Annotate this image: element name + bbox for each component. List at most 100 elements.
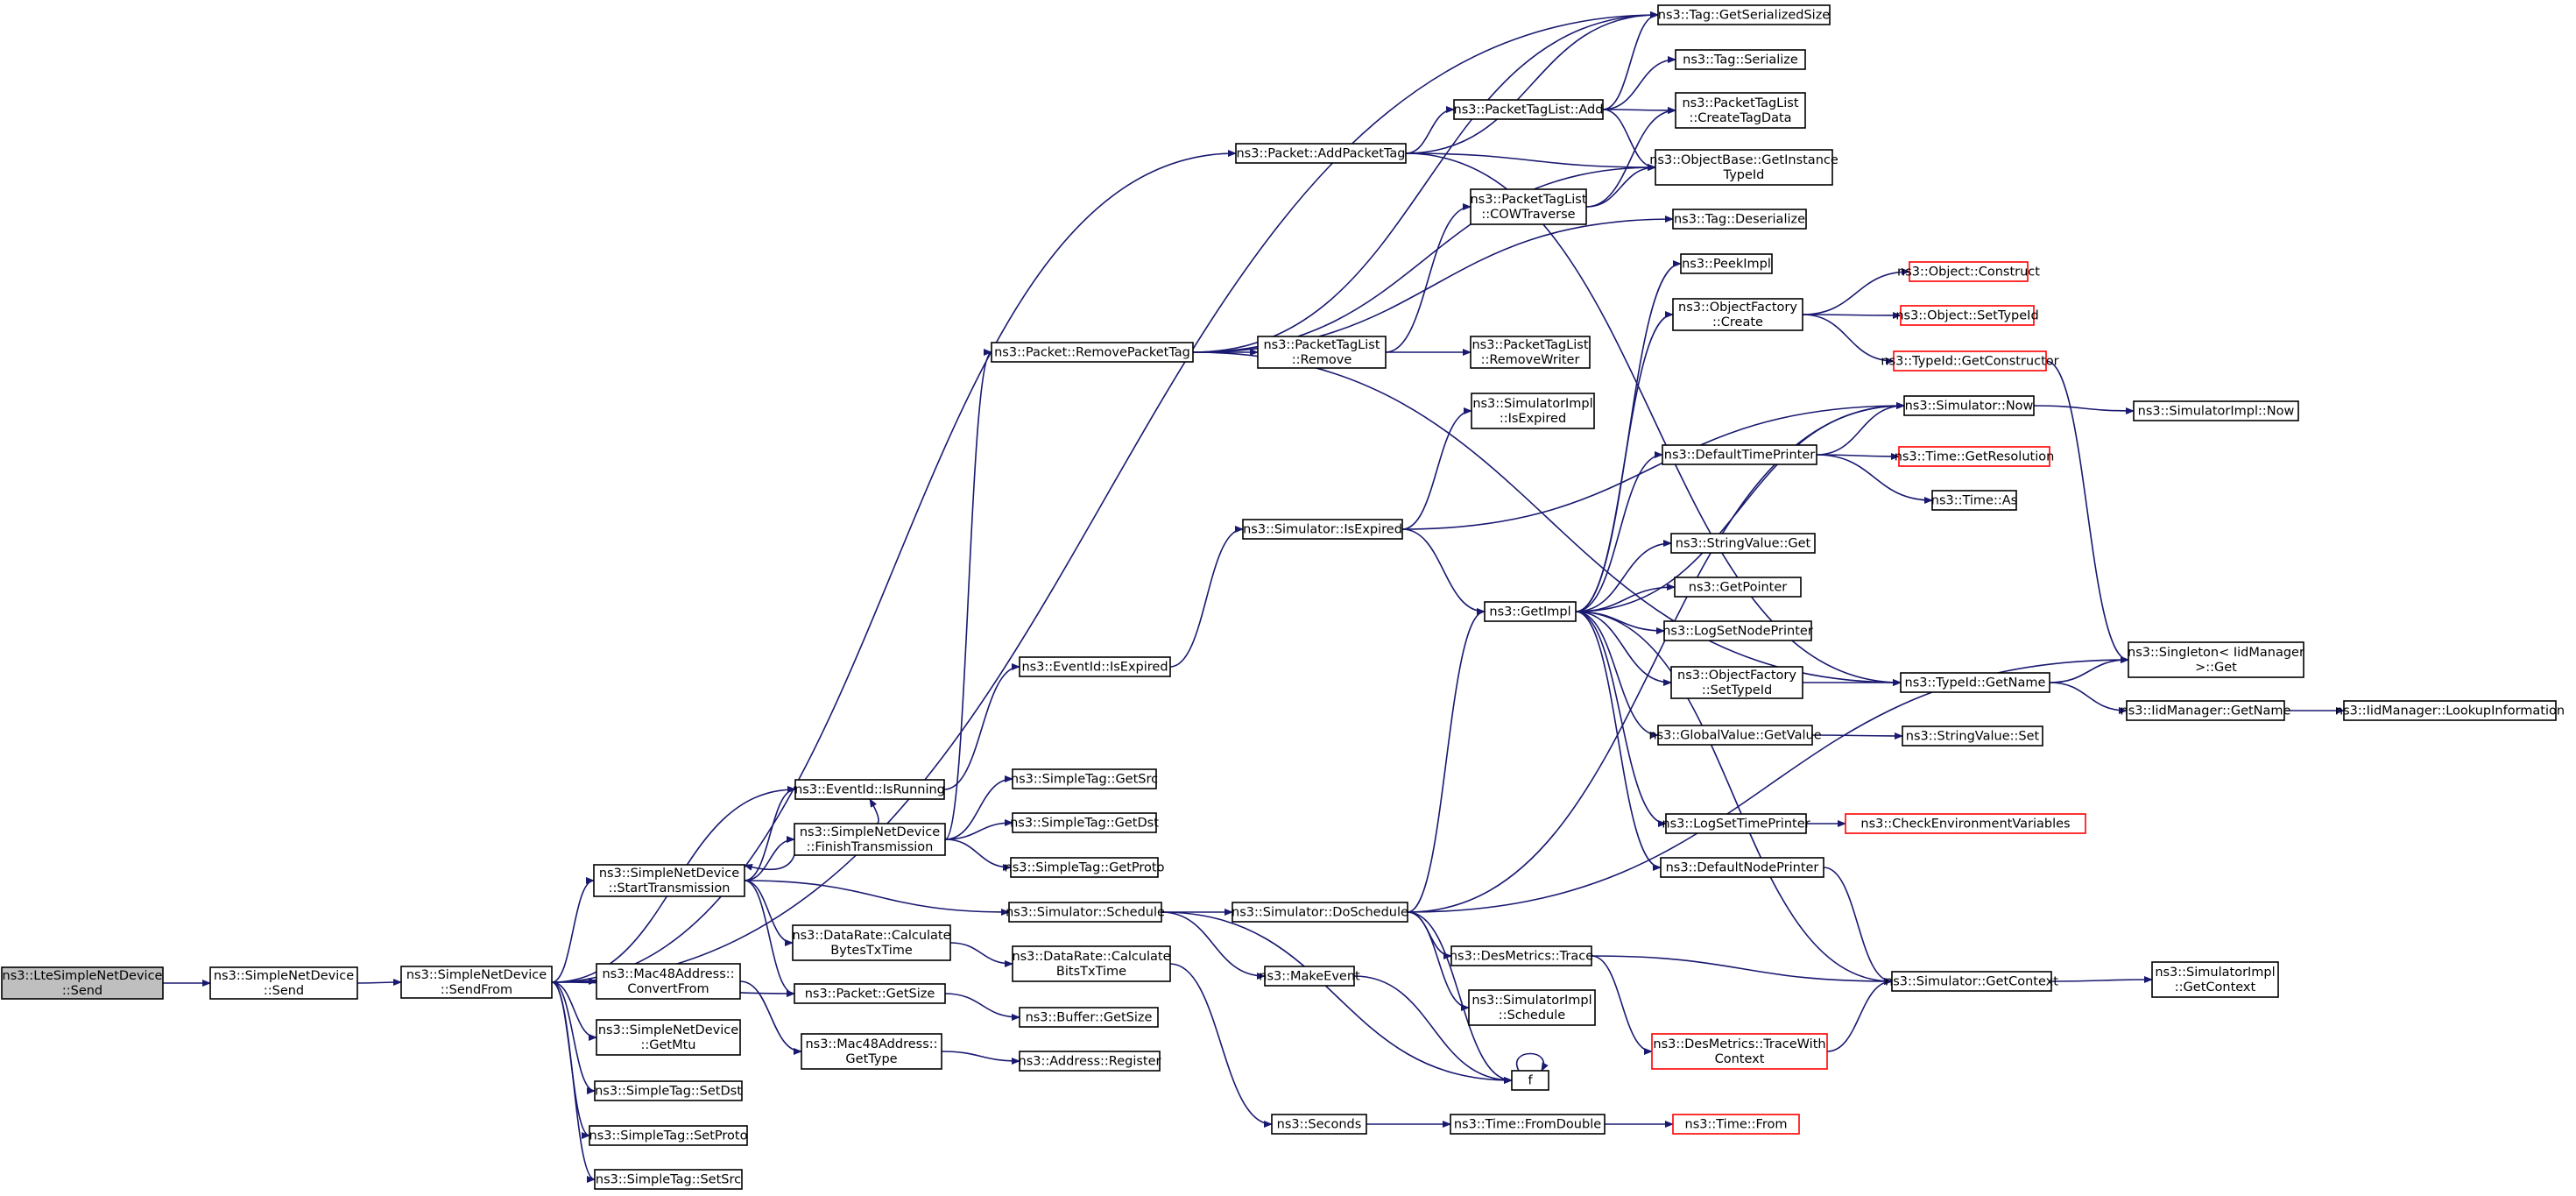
node-simulatorimpl-getcontext[interactable]: ns3::SimulatorImpl::GetContext — [2151, 961, 2279, 998]
node-seconds[interactable]: ns3::Seconds — [1271, 1114, 1367, 1135]
node-simplenetdevice-starttransmission[interactable]: ns3::SimpleNetDevice::StartTransmission — [593, 864, 745, 897]
node-logsetnodeprinter[interactable]: ns3::LogSetNodePrinter — [1662, 620, 1813, 641]
node-box — [1264, 966, 1355, 987]
node-iidmanager-getname[interactable]: ns3::IidManager::GetName — [2121, 700, 2291, 721]
call-edge-n6-to-n27 — [1575, 611, 1667, 827]
node-label: ::Send — [62, 984, 102, 998]
node-typeid-getname[interactable]: ns3::TypeId::GetName — [1900, 672, 2050, 693]
node-object-construct[interactable]: ns3::Object::Construct — [1897, 261, 2040, 282]
node-label: BitsTxTime — [1056, 965, 1126, 979]
node-label: ns3::Object::Construct — [1897, 265, 2040, 280]
call-edge-n44-to-n3 — [869, 798, 879, 825]
node-simpletag-setproto[interactable]: ns3::SimpleTag::SetProto — [589, 1125, 748, 1146]
node-time-fromdouble[interactable]: ns3::Time::FromDouble — [1450, 1114, 1606, 1135]
node-label: ns3::MakeEvent — [1259, 970, 1360, 984]
node-tag-serialize[interactable]: ns3::Tag::Serialize — [1675, 49, 1806, 70]
node-box — [1471, 393, 1595, 429]
node-typeid-getconstructor[interactable]: ns3::TypeId::GetConstructor — [1881, 350, 2059, 372]
node-packettaglist-add[interactable]: ns3::PacketTagList::Add — [1453, 99, 1604, 120]
node-packet-getsize[interactable]: ns3::Packet::GetSize — [794, 983, 946, 1004]
node-stringvalue-set[interactable]: ns3::StringValue::Set — [1902, 725, 2043, 747]
call-edge-n8-to-n11 — [1802, 314, 1895, 364]
node-time-from[interactable]: ns3::Time::From — [1672, 1114, 1800, 1135]
node-singleton-iidmanager-get[interactable]: ns3::Singleton< IidManager >::Get — [2128, 641, 2304, 678]
node-simplenetdevice-getmtu[interactable]: ns3::SimpleNetDevice::GetMtu — [596, 1019, 741, 1056]
node-simulatorimpl-now[interactable]: ns3::SimulatorImpl::Now — [2133, 400, 2299, 421]
node-box — [596, 963, 741, 1000]
node-box — [1010, 857, 1159, 878]
node-eventid-isrunning[interactable]: ns3::EventId::IsRunning — [794, 779, 945, 800]
node-simulatorimpl-schedule[interactable]: ns3::SimulatorImpl::Schedule — [1468, 989, 1596, 1026]
node-simulator-getcontext[interactable]: ns3::Simulator::GetContext — [1885, 971, 2058, 992]
node-simplenetdevice-finishtransmission[interactable]: ns3::SimpleNetDevice::FinishTransmission — [794, 823, 946, 856]
node-packettaglist-cowtraverse[interactable]: ns3::PacketTagList::COWTraverse — [1470, 188, 1587, 225]
node-packettaglist-removewriter[interactable]: ns3::PacketTagList::RemoveWriter — [1470, 336, 1591, 369]
node-objectfactory-settypeid[interactable]: ns3::ObjectFactory::SetTypeId — [1670, 666, 1803, 699]
node-mac48address-gettype[interactable]: ns3::Mac48Address::GetType — [801, 1033, 942, 1070]
node-time-as[interactable]: ns3::Time::As — [1931, 490, 2017, 511]
call-edge-n2-to-n48 — [551, 877, 595, 983]
node-box — [792, 924, 951, 961]
node-box — [1900, 672, 2050, 693]
node-time-getresolution[interactable]: ns3::Time::GetResolution — [1895, 446, 2055, 467]
call-edge-n6-to-n25 — [1575, 611, 1659, 739]
node-checkenvironmentvariables[interactable]: ns3::CheckEnvironmentVariables — [1845, 813, 2086, 834]
node-box — [2128, 641, 2304, 678]
node-label: ns3::SimpleTag::GetSrc — [1011, 773, 1158, 787]
node-packet-removepackettag[interactable]: ns3::Packet::RemovePacketTag — [991, 342, 1194, 363]
node-makeevent[interactable]: ns3::MakeEvent — [1259, 966, 1360, 987]
node-label: ns3::Singleton< IidManager — [2128, 646, 2304, 660]
node-packet-addpackettag[interactable]: ns3::Packet::AddPacketTag — [1235, 143, 1407, 164]
node-label: ns3::SimpleTag::GetProto — [1005, 861, 1165, 875]
node-getpointer[interactable]: ns3::GetPointer — [1674, 577, 1802, 598]
node-buffer-getsize[interactable]: ns3::Buffer::GetSize — [1019, 1007, 1159, 1028]
node-packettaglist-remove[interactable]: ns3::PacketTagList::Remove — [1257, 336, 1387, 369]
node-globalvalue-getvalue[interactable]: ns3::GlobalValue::GetValue — [1648, 725, 1822, 746]
node-address-register[interactable]: ns3::Address::Register — [1019, 1051, 1161, 1072]
node-label: ns3::Address::Register — [1019, 1055, 1161, 1069]
node-simulatorimpl-isexpired[interactable]: ns3::SimulatorImpl::IsExpired — [1471, 393, 1595, 429]
node-tag-deserialize[interactable]: ns3::Tag::Deserialize — [1672, 209, 1807, 230]
call-edge-n54-to-n55 — [1353, 975, 1513, 1084]
node-simplenetdevice-sendfrom[interactable]: ns3::SimpleNetDevice::SendFrom — [400, 966, 553, 999]
node-label: ::Create — [1712, 315, 1763, 329]
node-simpletag-setdst[interactable]: ns3::SimpleTag::SetDst — [594, 1080, 743, 1101]
node-object-settypeid[interactable]: ns3::Object::SetTypeId — [1895, 305, 2039, 326]
node-label: ns3::Simulator::Schedule — [1006, 906, 1165, 920]
call-edge-n6-to-n18 — [1575, 540, 1672, 612]
node-objectfactory-create[interactable]: ns3::ObjectFactory::Create — [1672, 298, 1803, 331]
node-peekimpl[interactable]: ns3::PeekImpl — [1680, 253, 1773, 274]
node-simulator-doschedule[interactable]: ns3::Simulator::DoSchedule — [1232, 902, 1408, 923]
node-tag-getserializedsize[interactable]: ns3::Tag::GetSerializedSize — [1657, 4, 1831, 25]
node-packettaglist-createtagdata[interactable]: ns3::PacketTagList::CreateTagData — [1675, 92, 1806, 129]
node-label: GetType — [845, 1052, 897, 1066]
node-ltesimplenetdevice-send[interactable]: ns3::LteSimpleNetDevice::Send — [1, 966, 164, 1000]
node-logsettimeprinter[interactable]: ns3::LogSetTimePrinter — [1662, 813, 1810, 834]
node-simpletag-setsrc[interactable]: ns3::SimpleTag::SetSrc — [594, 1169, 743, 1190]
node-label: TypeId — [1723, 168, 1765, 182]
node-eventid-isexpired[interactable]: ns3::EventId::IsExpired — [1019, 656, 1171, 677]
node-iidmanager-lookupinformation[interactable]: ns3::IidManager::LookupInformation — [2335, 700, 2565, 721]
node-simulator-schedule[interactable]: ns3::Simulator::Schedule — [1006, 902, 1165, 923]
node-defaulttimeprinter[interactable]: ns3::DefaultTimePrinter — [1662, 444, 1817, 465]
node-getimpl[interactable]: ns3::GetImpl — [1484, 601, 1577, 622]
node-simulator-isexpired[interactable]: ns3::Simulator::IsExpired — [1242, 519, 1403, 540]
node-label: ns3::Object::SetTypeId — [1895, 309, 2038, 323]
node-stringvalue-get[interactable]: ns3::StringValue::Get — [1670, 533, 1816, 554]
node-label: ns3::DesMetrics::Trace — [1450, 950, 1593, 964]
node-simplenetdevice-send[interactable]: ns3::SimpleNetDevice::Send — [209, 966, 358, 1000]
node-simpletag-getsrc[interactable]: ns3::SimpleTag::GetSrc — [1011, 768, 1158, 789]
node-simulator-now[interactable]: ns3::Simulator::Now — [1903, 395, 2035, 416]
node-label: ns3::PacketTagList::Add — [1454, 103, 1604, 117]
node-simpletag-getproto[interactable]: ns3::SimpleTag::GetProto — [1005, 857, 1165, 878]
node-label: ns3::Packet::RemovePacketTag — [994, 346, 1190, 360]
node-defaultnodeprinter[interactable]: ns3::DefaultNodePrinter — [1660, 857, 1824, 878]
node-mac48address-convertfrom[interactable]: ns3::Mac48Address::ConvertFrom — [596, 963, 741, 1000]
node-simpletag-getdst[interactable]: ns3::SimpleTag::GetDst — [1010, 812, 1159, 833]
node-desmetrics-trace[interactable]: ns3::DesMetrics::Trace — [1450, 945, 1593, 966]
node-f[interactable]: f — [1511, 1070, 1549, 1091]
